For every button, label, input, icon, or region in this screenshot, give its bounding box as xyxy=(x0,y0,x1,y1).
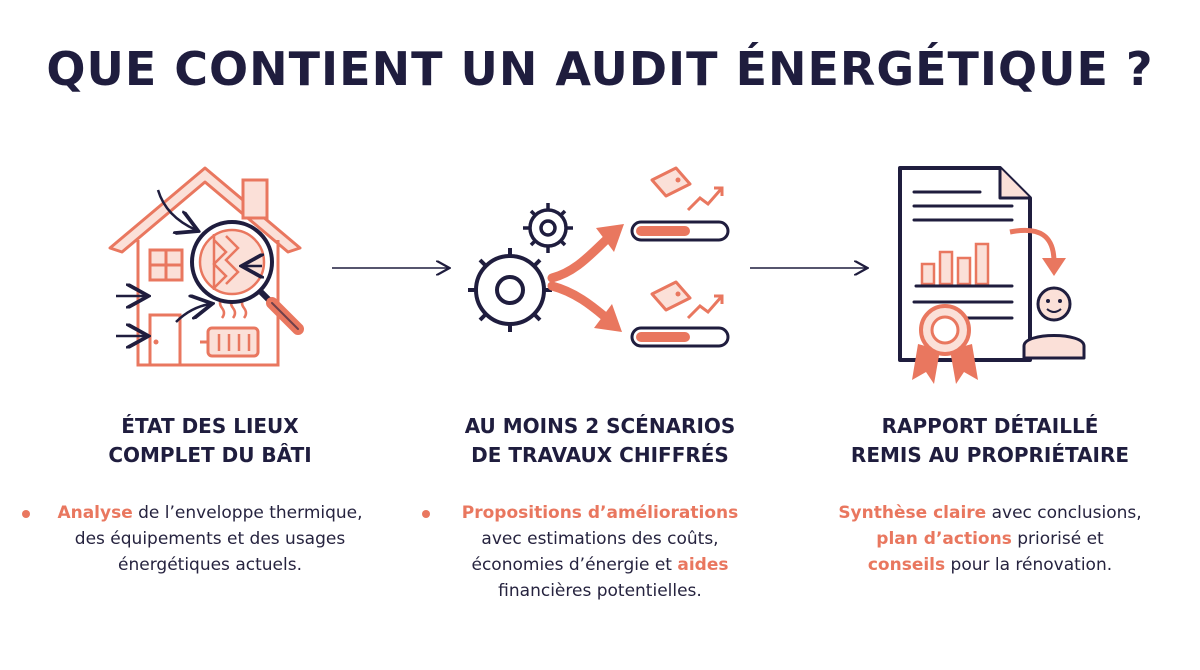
description-line: plan d’actions priorisé et xyxy=(800,526,1180,552)
description-line: financières potentielles. xyxy=(498,581,702,601)
step-description: Analyse de l’enveloppe thermique, des éq… xyxy=(20,500,400,578)
gears-scenarios-icon xyxy=(468,166,730,348)
description-line: énergétiques actuels. xyxy=(118,555,302,575)
description-line: conseils pour la rénovation. xyxy=(800,552,1180,578)
plain-text: économies d’énergie et xyxy=(471,555,678,575)
description-line: Synthèse claire avec conclusions, xyxy=(800,500,1180,526)
page-title: QUE CONTIENT UN AUDIT ÉNERGÉTIQUE ? xyxy=(46,42,1154,96)
plain-text: pour la rénovation. xyxy=(945,555,1113,575)
highlight-text: Propositions d’améliorations xyxy=(461,503,739,523)
highlight-text: Synthèse claire xyxy=(838,503,987,523)
step-scenarios: AU MOINS 2 SCÉNARIOS DE TRAVAUX CHIFFRÉS… xyxy=(410,412,790,604)
highlight-text: aides xyxy=(677,555,729,575)
step-title: RAPPORT DÉTAILLÉ REMIS AU PROPRIÉTAIRE xyxy=(800,412,1180,472)
description-line: avec estimations des coûts, xyxy=(481,529,719,549)
plain-text: priorisé et xyxy=(1011,529,1104,549)
step-title-line: DE TRAVAUX CHIFFRÉS xyxy=(471,443,729,467)
description-line: Propositions d’améliorations xyxy=(410,500,790,526)
step-title-line: RAPPORT DÉTAILLÉ xyxy=(881,414,1099,438)
plain-text: avec conclusions, xyxy=(986,503,1142,523)
step-report: RAPPORT DÉTAILLÉ REMIS AU PROPRIÉTAIRE S… xyxy=(800,412,1180,578)
step-title-line: ÉTAT DES LIEUX xyxy=(121,414,299,438)
step-title-line: AU MOINS 2 SCÉNARIOS xyxy=(464,414,736,438)
description-line: Analyse de l’enveloppe thermique, xyxy=(20,500,400,526)
plain-text: de l’enveloppe thermique, xyxy=(132,503,363,523)
highlight-text: plan d’actions xyxy=(876,529,1012,549)
step-title: ÉTAT DES LIEUX COMPLET DU BÂTI xyxy=(20,412,400,472)
description-line: économies d’énergie et aides xyxy=(410,552,790,578)
highlight-text: Analyse xyxy=(57,503,133,523)
bullet-icon xyxy=(22,510,30,518)
bullet-icon xyxy=(422,510,430,518)
highlight-text: conseils xyxy=(867,555,946,575)
report-document-icon xyxy=(898,166,1086,384)
step-title-line: COMPLET DU BÂTI xyxy=(108,443,312,467)
description-line: des équipements et des usages xyxy=(74,529,346,549)
step-title: AU MOINS 2 SCÉNARIOS DE TRAVAUX CHIFFRÉS xyxy=(410,412,790,472)
step-description: Synthèse claire avec conclusions, plan d… xyxy=(800,500,1180,578)
step-inventory: ÉTAT DES LIEUX COMPLET DU BÂTI Analyse d… xyxy=(20,412,400,578)
house-inspection-icon xyxy=(108,166,304,367)
step-title-line: REMIS AU PROPRIÉTAIRE xyxy=(850,443,1130,467)
step-description: Propositions d’améliorations avec estima… xyxy=(410,500,790,604)
